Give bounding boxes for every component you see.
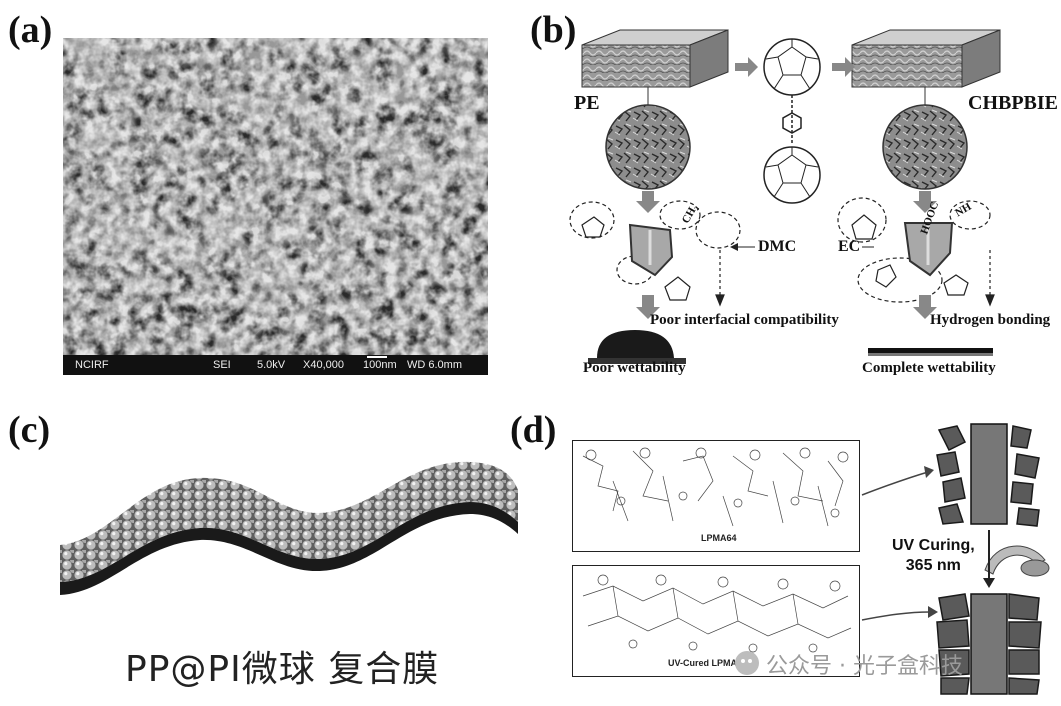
chbpbie-electrolyte-interaction (837, 197, 995, 307)
hydrogen-bonding-label: Hydrogen bonding (930, 312, 1051, 328)
pp-pi-membrane-caption: PP@PI微球 复合膜 (125, 649, 440, 690)
uv-cured-molecular-network (582, 574, 852, 653)
uv-curing-label: UV Curing, 365 nm (892, 536, 975, 576)
watermark-text: 公众号 · 光子盒科技 (766, 654, 963, 679)
chbpbie-magnified-view (882, 104, 968, 190)
chbpbie-label: CHBPBIE (968, 92, 1059, 114)
wechat-icon (735, 651, 759, 675)
sem-wd: WD 6.0mm (407, 359, 462, 371)
sem-info-bar: NCIRF SEI 5.0kV X40,000 100nm WD 6.0mm (63, 355, 488, 375)
complete-wettability-label: Complete wettability (862, 360, 996, 376)
arrow-down-icon (983, 530, 995, 588)
sem-scale: 100nm (363, 359, 397, 371)
poor-compatibility-label: Poor interfacial compatibility (650, 312, 839, 328)
chbpbie-membrane-block (851, 29, 1001, 88)
arrow-down-icon (636, 295, 660, 319)
poor-wettability-label: Poor wettability (583, 360, 686, 376)
arrow-down-icon (913, 191, 937, 213)
arrow-right-icon (735, 57, 758, 77)
curved-arrows (861, 466, 938, 621)
panel-d-label: (d) (510, 409, 557, 451)
separator-electrode-bottom (936, 593, 1042, 695)
panel-a-label: (a) (8, 9, 53, 51)
fullerene-molecule-icon (763, 146, 821, 204)
uv-curing-line1: UV Curing, (892, 537, 975, 554)
panel-b-label: (b) (530, 9, 577, 51)
arrow-down-icon (636, 191, 660, 213)
separator-electrode-top (936, 423, 1040, 527)
microsphere-membrane-3d (60, 461, 518, 595)
ec-label: EC (838, 238, 861, 255)
pe-label: PE (574, 92, 600, 114)
sem-voltage: 5.0kV (257, 359, 286, 371)
uv-curing-line2: 365 nm (905, 557, 961, 574)
sem-scale-bar (367, 356, 387, 358)
arrow-down-icon (913, 295, 937, 319)
pe-magnified-view (605, 104, 691, 190)
pe-membrane-block (581, 29, 729, 88)
sem-mode: SEI (213, 359, 231, 371)
wettability-schematic (569, 29, 1001, 364)
sem-micrograph (63, 38, 488, 356)
fullerene-molecule-icon (763, 38, 821, 96)
benzene-ring-icon (782, 112, 802, 134)
panel-c-label: (c) (8, 409, 51, 451)
water-droplet-icon (588, 330, 686, 364)
lpma64-structure-box: LPMA64 (572, 440, 860, 552)
uv-cured-lpma64-caption: UV-Cured LPMA64 (668, 658, 748, 668)
wetted-film-icon (868, 348, 993, 356)
uv-lamp-icon (984, 545, 1050, 577)
lpma64-molecular-network (582, 447, 849, 527)
uv-cured-lpma64-structure-box: UV-Cured LPMA64 (572, 565, 860, 677)
lpma64-caption: LPMA64 (701, 533, 737, 543)
dmc-label: DMC (758, 238, 797, 255)
sem-lab: NCIRF (75, 359, 109, 371)
pe-electrolyte-interaction (569, 200, 741, 307)
arrow-right-icon (832, 57, 855, 77)
sem-magnification: X40,000 (303, 359, 344, 371)
